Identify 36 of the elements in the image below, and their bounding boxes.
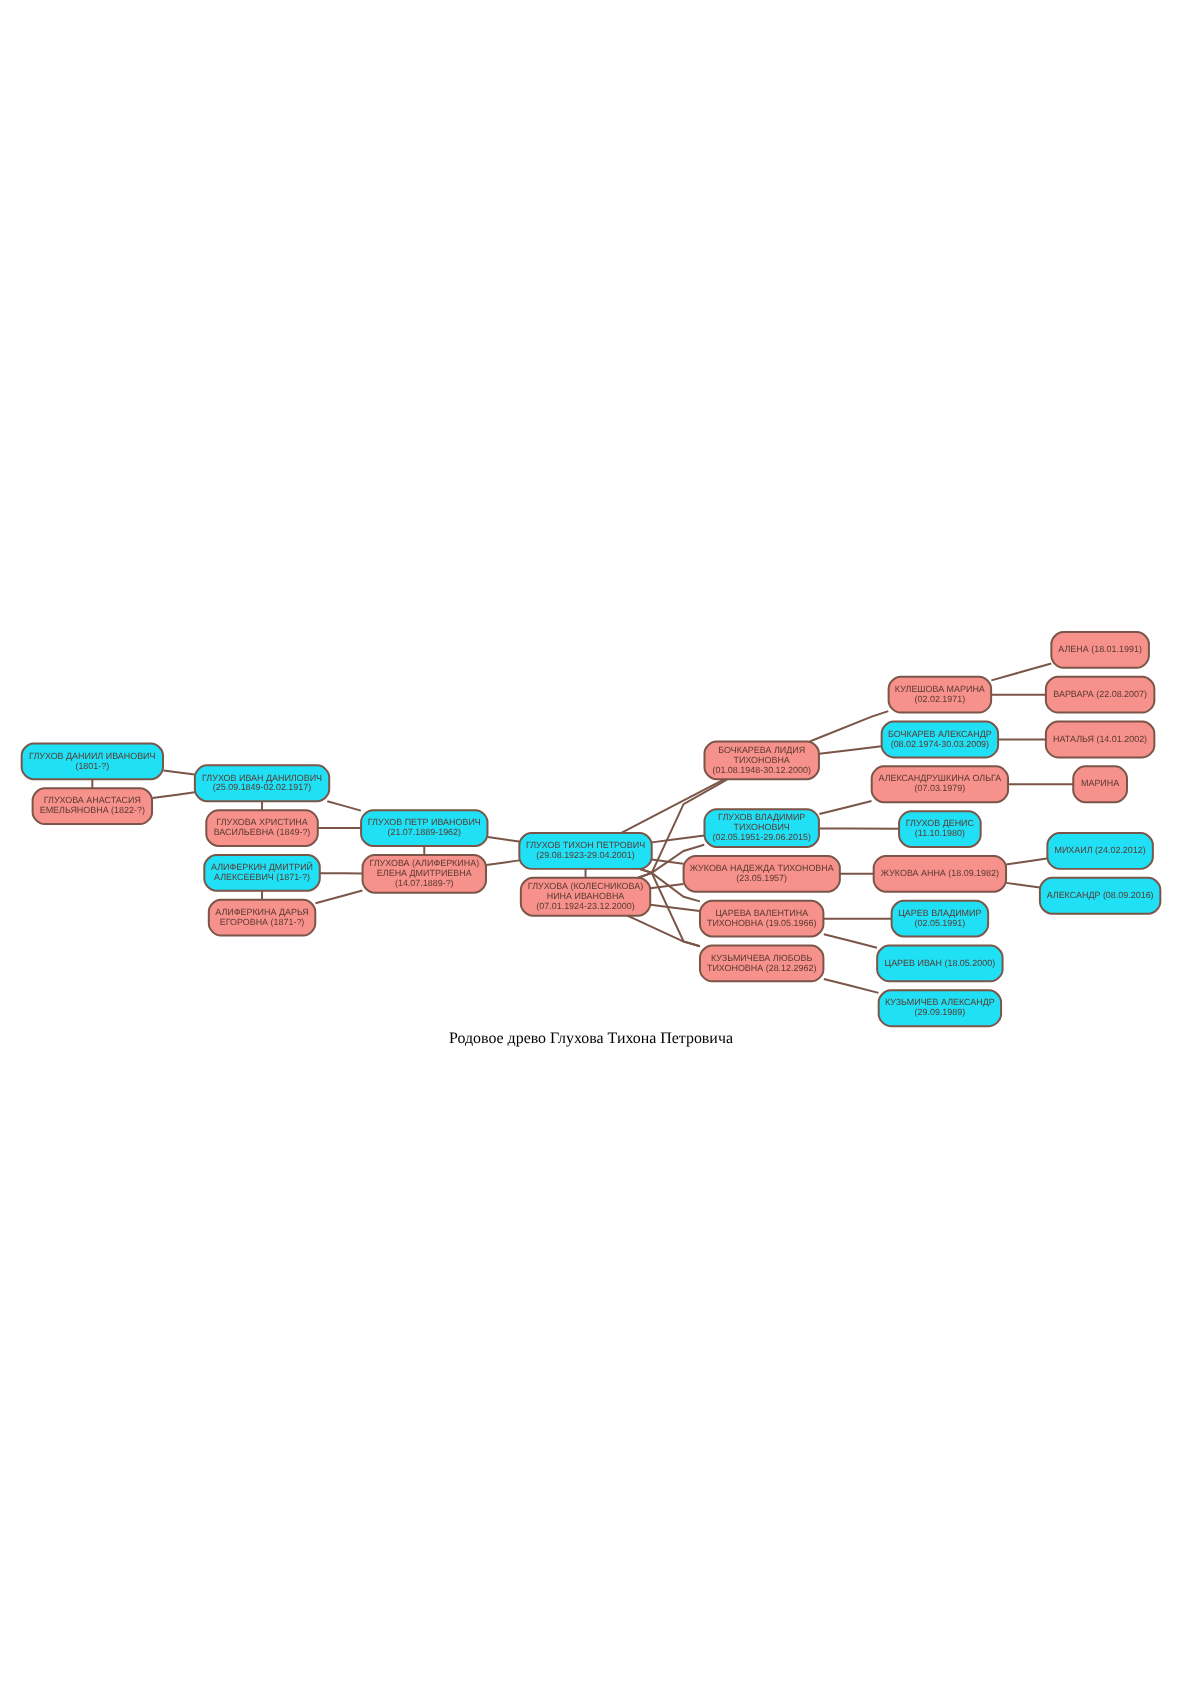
connector (808, 710, 890, 743)
connector (319, 872, 364, 875)
connector (650, 858, 685, 865)
connector (822, 933, 878, 949)
connector (822, 977, 880, 994)
connector (626, 914, 701, 948)
connector (162, 769, 196, 776)
connector (1005, 881, 1041, 889)
connector (650, 834, 706, 844)
connector (818, 827, 900, 830)
connector (838, 872, 875, 875)
connector (485, 859, 521, 867)
connector (818, 800, 873, 815)
connector (822, 917, 893, 920)
connector (649, 903, 701, 912)
connector (261, 890, 264, 901)
connector (990, 662, 1053, 682)
connector (314, 889, 364, 905)
caption: Родовое древо Глухова Тихона Петровича (449, 1028, 733, 1047)
connector (584, 868, 587, 879)
connector (326, 800, 362, 812)
connector (620, 778, 726, 834)
connector (91, 778, 94, 790)
connector (486, 836, 521, 843)
connector (637, 843, 706, 879)
connector (151, 791, 196, 800)
connector (261, 800, 264, 811)
connector (1007, 783, 1075, 786)
connector (317, 827, 362, 830)
connector (637, 778, 729, 879)
connector (818, 745, 883, 755)
connector (990, 693, 1047, 696)
connector (997, 738, 1047, 741)
connector (423, 845, 426, 856)
connector (649, 883, 685, 890)
connector (1005, 857, 1049, 866)
